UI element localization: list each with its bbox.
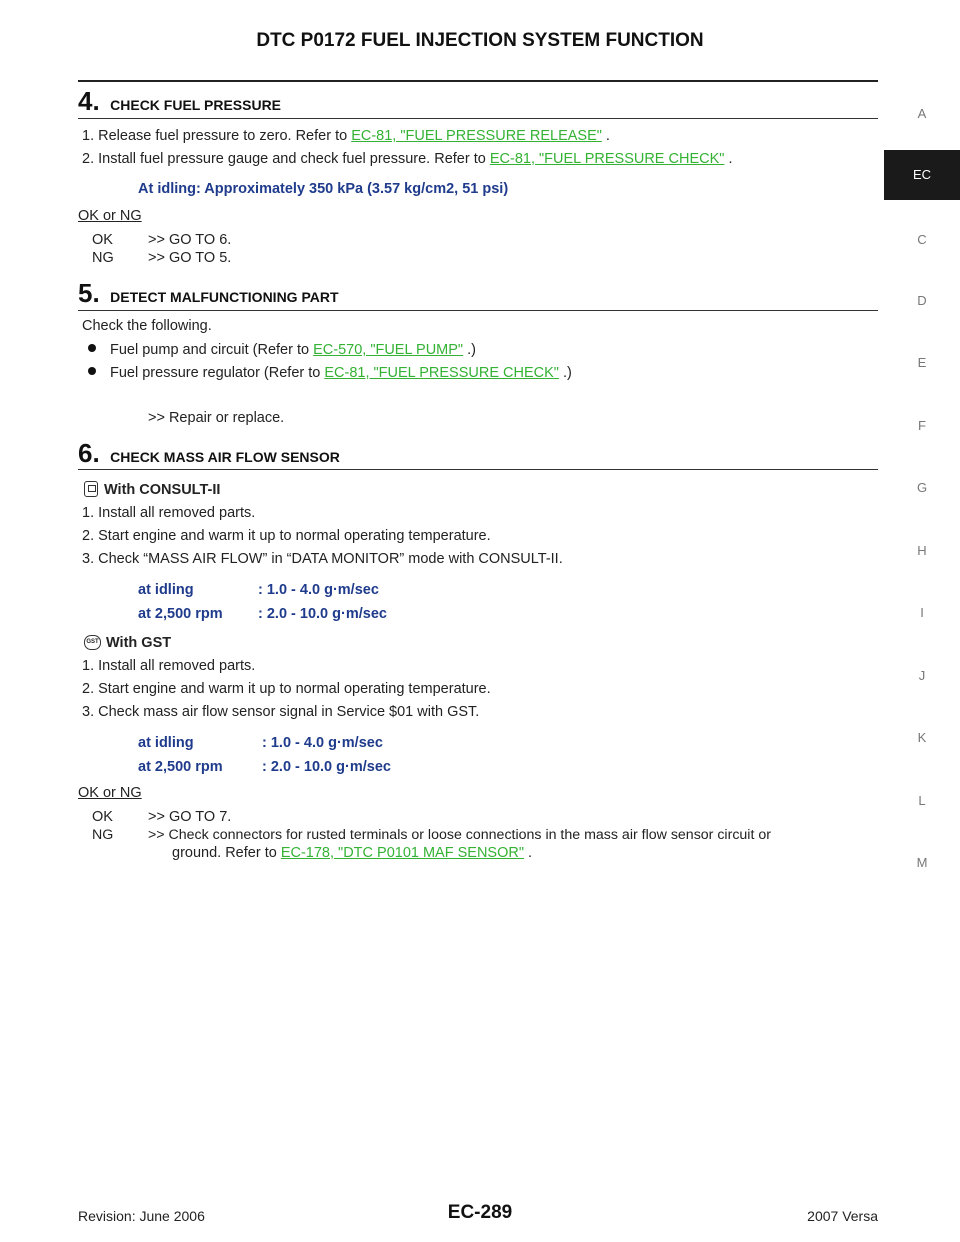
- section-tab-k[interactable]: K: [917, 730, 927, 745]
- section-tab-d[interactable]: D: [917, 293, 927, 308]
- step-number: 6.: [78, 438, 100, 468]
- spec-value: At idling: Approximately 350 kPa (3.57 k…: [138, 181, 509, 197]
- section-tab-ec[interactable]: EC: [884, 150, 960, 200]
- step-5-heading: 5. DETECT MALFUNCTIONING PART: [78, 278, 339, 309]
- reference-link[interactable]: EC-81, "FUEL PRESSURE CHECK": [324, 365, 559, 381]
- step-4-heading: 4. CHECK FUEL PRESSURE: [78, 86, 281, 117]
- bullet-item: Fuel pump and circuit (Refer to EC-570, …: [88, 342, 476, 358]
- ng-result-continued: ground. Refer to EC-178, "DTC P0101 MAF …: [172, 845, 533, 861]
- ok-ng-label: OK or NG: [78, 208, 142, 224]
- gst-tool-icon: GST: [84, 634, 101, 650]
- section-tab-h[interactable]: H: [917, 543, 927, 558]
- reference-link[interactable]: EC-178, "DTC P0101 MAF SENSOR": [280, 845, 525, 861]
- bullet-icon: [88, 367, 96, 376]
- action-text: >> Repair or replace.: [148, 410, 285, 426]
- step-divider: [78, 469, 878, 470]
- section-tab-l[interactable]: L: [918, 793, 926, 808]
- instruction-line: 1. Install all removed parts.: [82, 658, 256, 674]
- section-tab-m[interactable]: M: [916, 855, 928, 870]
- ok-ng-label: OK or NG: [78, 785, 142, 801]
- title-divider: [78, 80, 878, 82]
- revision-date: Revision: June 2006: [78, 1208, 205, 1224]
- consult-tool-icon: [84, 481, 98, 498]
- section-tab-f[interactable]: F: [918, 418, 926, 433]
- spec-row: at idling: 1.0 - 4.0 g·m/sec: [138, 735, 383, 751]
- step-title: CHECK FUEL PRESSURE: [110, 97, 282, 113]
- spec-row: at 2,500 rpm: 2.0 - 10.0 g·m/sec: [138, 759, 391, 775]
- step-title: DETECT MALFUNCTIONING PART: [110, 289, 339, 305]
- step-number: 5.: [78, 278, 100, 308]
- ok-result: OK>> GO TO 7.: [92, 809, 232, 825]
- consult-heading: With CONSULT-II: [84, 481, 220, 498]
- step-divider: [78, 118, 878, 119]
- bullet-icon: [88, 344, 96, 353]
- section-tab-a[interactable]: A: [917, 106, 927, 121]
- instruction-line: 3. Check mass air flow sensor signal in …: [82, 704, 480, 720]
- step-divider: [78, 310, 878, 311]
- step-title: CHECK MASS AIR FLOW SENSOR: [110, 449, 340, 465]
- instruction-line: 2. Install fuel pressure gauge and check…: [82, 151, 733, 167]
- section-tab-g[interactable]: G: [916, 480, 928, 495]
- model-name: 2007 Versa: [807, 1208, 878, 1224]
- reference-link[interactable]: EC-570, "FUEL PUMP": [313, 342, 464, 358]
- section-tab-i[interactable]: I: [920, 605, 924, 620]
- instruction-line: 3. Check “MASS AIR FLOW” in “DATA MONITO…: [82, 551, 563, 567]
- section-tab-e[interactable]: E: [917, 355, 927, 370]
- section-tab-c[interactable]: C: [917, 232, 927, 247]
- intro-text: Check the following.: [82, 318, 212, 334]
- instruction-line: 2. Start engine and warm it up to normal…: [82, 528, 491, 544]
- bullet-item: Fuel pressure regulator (Refer to EC-81,…: [88, 365, 572, 381]
- step-6-heading: 6. CHECK MASS AIR FLOW SENSOR: [78, 438, 340, 469]
- instruction-line: 1. Release fuel pressure to zero. Refer …: [82, 128, 610, 144]
- instruction-line: 1. Install all removed parts.: [82, 505, 256, 521]
- ng-result: NG>> Check connectors for rusted termina…: [92, 827, 771, 843]
- step-number: 4.: [78, 86, 100, 116]
- section-tab-j[interactable]: J: [918, 668, 926, 683]
- instruction-line: 2. Start engine and warm it up to normal…: [82, 681, 491, 697]
- spec-row: at idling: 1.0 - 4.0 g·m/sec: [138, 582, 379, 598]
- reference-link[interactable]: EC-81, "FUEL PRESSURE RELEASE": [351, 128, 602, 144]
- spec-row: at 2,500 rpm: 2.0 - 10.0 g·m/sec: [138, 606, 387, 622]
- ok-result: OK>> GO TO 6.: [92, 232, 232, 248]
- page-title: DTC P0172 FUEL INJECTION SYSTEM FUNCTION: [256, 30, 704, 51]
- reference-link[interactable]: EC-81, "FUEL PRESSURE CHECK": [489, 151, 725, 167]
- page-number: EC-289: [447, 1202, 513, 1223]
- ng-result: NG>> GO TO 5.: [92, 250, 232, 266]
